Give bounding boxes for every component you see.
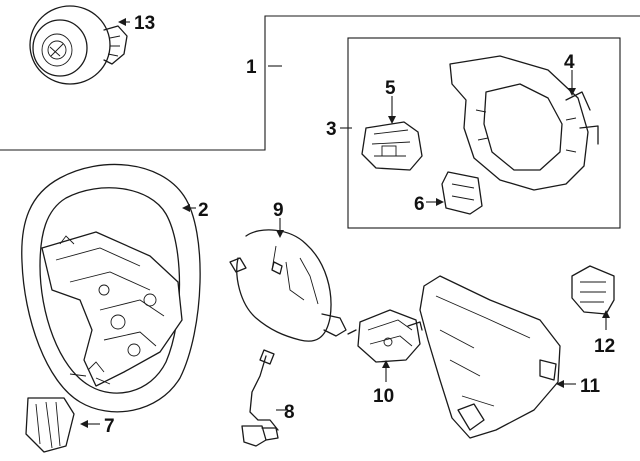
subassembly-box (347, 37, 621, 229)
callout-labels: 1 2 3 4 5 6 7 8 9 10 11 12 13 (104, 13, 615, 437)
switch-bracket[interactable] (347, 309, 423, 363)
upper-column-cover[interactable] (449, 55, 599, 191)
assembly-frame (0, 15, 640, 151)
paddle-switch[interactable] (571, 265, 615, 315)
callout-13: 13 (134, 13, 155, 34)
leader-arrowheads (80, 18, 610, 428)
airbag-module[interactable] (29, 5, 128, 85)
callout-9: 9 (273, 200, 284, 221)
callout-6: 6 (414, 194, 425, 215)
switch-unit[interactable] (441, 171, 483, 215)
callout-2: 2 (198, 200, 209, 221)
switch-module[interactable] (361, 121, 423, 171)
callout-11: 11 (580, 376, 601, 397)
callout-3: 3 (326, 119, 337, 140)
steering-wheel[interactable] (21, 163, 201, 413)
callout-8: 8 (284, 402, 295, 423)
lower-trim-cover[interactable] (25, 397, 75, 453)
lower-column-cover[interactable] (419, 275, 561, 439)
callout-4: 4 (564, 52, 575, 73)
callout-5: 5 (385, 78, 396, 99)
callout-7: 7 (104, 416, 115, 437)
sub-harness[interactable] (241, 349, 279, 447)
clock-spring-harness[interactable] (229, 229, 347, 342)
callout-12: 12 (594, 336, 615, 357)
callout-1: 1 (246, 57, 257, 78)
callout-10: 10 (373, 386, 394, 407)
